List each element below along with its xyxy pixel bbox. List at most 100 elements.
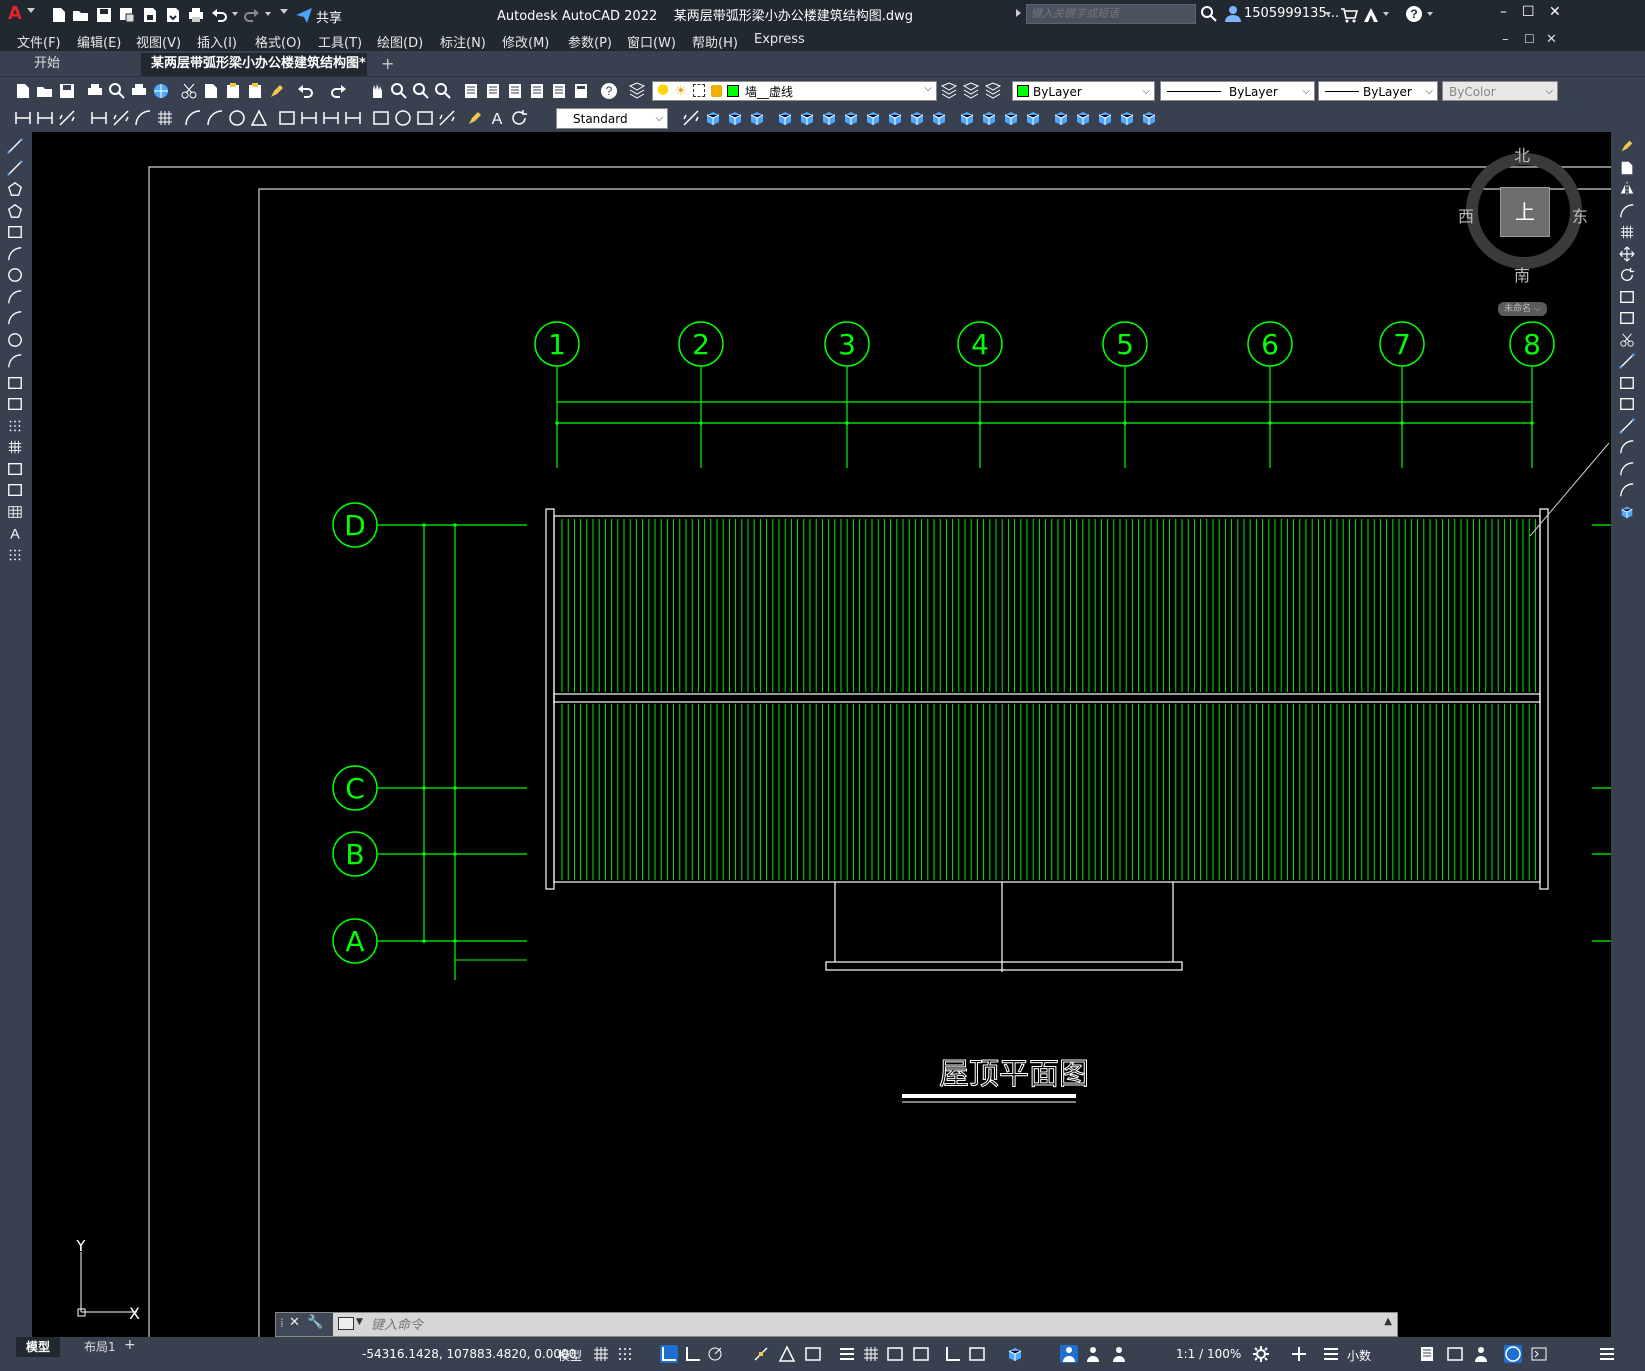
close-command-icon[interactable]: ✕ (289, 1315, 300, 1330)
cart-icon[interactable] (1340, 6, 1358, 24)
mirror-icon[interactable] (1619, 181, 1635, 197)
make-current-layer-icon[interactable] (940, 82, 958, 100)
ortho-mode-icon[interactable] (706, 1345, 724, 1363)
cylinder-icon[interactable] (748, 109, 766, 127)
workspace-switch-icon[interactable] (1252, 1345, 1270, 1363)
paste-block-icon[interactable] (246, 82, 264, 100)
zoom-window-icon[interactable] (412, 82, 430, 100)
new-icon[interactable] (50, 6, 68, 24)
extrude-icon[interactable] (776, 109, 794, 127)
user-name[interactable]: 1505999135... (1244, 6, 1340, 21)
open-icon[interactable] (36, 82, 54, 100)
tab-layout1[interactable]: 布局1 (84, 1340, 116, 1354)
menu-format[interactable]: 格式(O) (255, 36, 302, 51)
dim-text-edit-icon[interactable]: A (488, 109, 506, 127)
help-icon[interactable]: ? (1405, 5, 1423, 23)
thicken-icon[interactable] (1074, 109, 1092, 127)
account-dropdown-icon[interactable] (1383, 12, 1389, 16)
break-at-point-icon[interactable] (1619, 375, 1635, 391)
layer-states-icon[interactable] (984, 82, 1002, 100)
annotation-monitor-icon[interactable] (1290, 1345, 1308, 1363)
box-3d-icon[interactable] (704, 109, 722, 127)
dim-jogged-icon[interactable] (206, 109, 224, 127)
units-icon[interactable] (1322, 1345, 1340, 1363)
quick-calc-icon[interactable] (572, 82, 590, 100)
trim-icon[interactable] (1619, 332, 1635, 348)
app-menu-arrow-icon[interactable] (27, 8, 35, 13)
redo-dropdown-icon[interactable] (265, 12, 271, 16)
make-block-icon[interactable] (7, 396, 23, 412)
color-dropdown[interactable]: ByLayer ⌵ (1012, 81, 1155, 101)
fillet-icon[interactable] (1619, 461, 1635, 477)
menu-window[interactable]: 窗口(W) (627, 36, 676, 51)
user-dropdown-icon[interactable] (1325, 12, 1331, 16)
dim-arc-icon[interactable] (134, 109, 152, 127)
save-icon[interactable] (95, 6, 113, 24)
dim-continue-icon[interactable] (322, 109, 340, 127)
jogged-linear-icon[interactable] (438, 109, 456, 127)
center-mark-icon[interactable] (394, 109, 412, 127)
spline-icon[interactable] (7, 310, 23, 326)
menu-help[interactable]: 帮助(H) (692, 36, 738, 51)
zoom-realtime-icon[interactable] (390, 82, 408, 100)
selection-filter-icon[interactable] (968, 1345, 986, 1363)
arc-icon[interactable] (7, 246, 23, 262)
erase-icon[interactable] (1619, 138, 1635, 154)
section-icon[interactable] (1140, 109, 1158, 127)
units-button[interactable]: 小数 (1347, 1349, 1372, 1363)
open-icon[interactable] (72, 6, 90, 24)
search-icon[interactable] (1200, 5, 1218, 23)
new-icon[interactable] (14, 82, 32, 100)
lineweight-icon[interactable] (838, 1345, 856, 1363)
properties-icon[interactable] (462, 82, 480, 100)
polyline-icon[interactable] (7, 181, 23, 197)
tool-palettes-icon[interactable] (506, 82, 524, 100)
3d-align-icon[interactable] (1002, 109, 1020, 127)
hardware-acceleration-icon[interactable] (1504, 1345, 1522, 1363)
tab-close-icon[interactable]: ✕ (348, 56, 359, 70)
hatch-icon[interactable] (7, 439, 23, 455)
menu-tools[interactable]: 工具(T) (318, 36, 363, 51)
dim-ordinate-icon[interactable] (156, 109, 174, 127)
zoom-previous-icon[interactable] (434, 82, 452, 100)
text-style-dropdown[interactable]: Standard ⌵ (556, 108, 668, 129)
minimize-button[interactable]: – (1500, 4, 1507, 20)
transparency-icon[interactable] (862, 1345, 880, 1363)
revision-cloud-icon[interactable] (7, 289, 23, 305)
gizmo-icon[interactable] (1006, 1345, 1024, 1363)
add-layout-button[interactable]: + (124, 1337, 136, 1353)
layer-previous-icon[interactable] (962, 82, 980, 100)
redo-icon[interactable] (330, 82, 348, 100)
tab-model[interactable]: 模型 (16, 1337, 61, 1357)
coordinates-readout[interactable]: -54316.1428, 107883.4820, 0.0000 (362, 1347, 577, 1361)
dim-linear2-icon[interactable] (90, 109, 108, 127)
tab-start[interactable]: 开始 (4, 53, 139, 76)
linetype-dropdown[interactable]: ByLayer ⌵ (1160, 81, 1315, 101)
dim-aligned-icon[interactable] (58, 109, 76, 127)
customization-icon[interactable] (1598, 1345, 1616, 1363)
snap-mode-icon[interactable] (616, 1345, 634, 1363)
close-button[interactable]: ✕ (1549, 4, 1561, 20)
maximize-button[interactable]: ☐ (1522, 4, 1535, 20)
dim-quick-icon[interactable] (14, 109, 32, 127)
design-center-icon[interactable] (484, 82, 502, 100)
command-expand-icon[interactable]: ▲ (1384, 1316, 1392, 1327)
polar-tracking-icon[interactable] (752, 1345, 770, 1363)
plot-icon[interactable] (86, 82, 104, 100)
array-icon[interactable] (1619, 224, 1635, 240)
share-button[interactable]: 共享 (316, 11, 343, 26)
user-icon[interactable] (1224, 5, 1242, 23)
dynamic-input-icon[interactable] (684, 1345, 702, 1363)
3d-array-icon[interactable] (1024, 109, 1042, 127)
region-icon[interactable] (7, 482, 23, 498)
layer-lock-icon[interactable] (711, 85, 722, 97)
stretch-icon[interactable] (1619, 310, 1635, 326)
insert-block-icon[interactable] (7, 375, 23, 391)
subtract-icon[interactable] (908, 109, 926, 127)
autocad-logo[interactable]: A (8, 3, 22, 24)
menu-view[interactable]: 视图(V) (136, 36, 182, 51)
move-icon[interactable] (1619, 245, 1635, 262)
save-as-icon[interactable] (118, 6, 136, 24)
circle-icon[interactable] (7, 267, 23, 283)
